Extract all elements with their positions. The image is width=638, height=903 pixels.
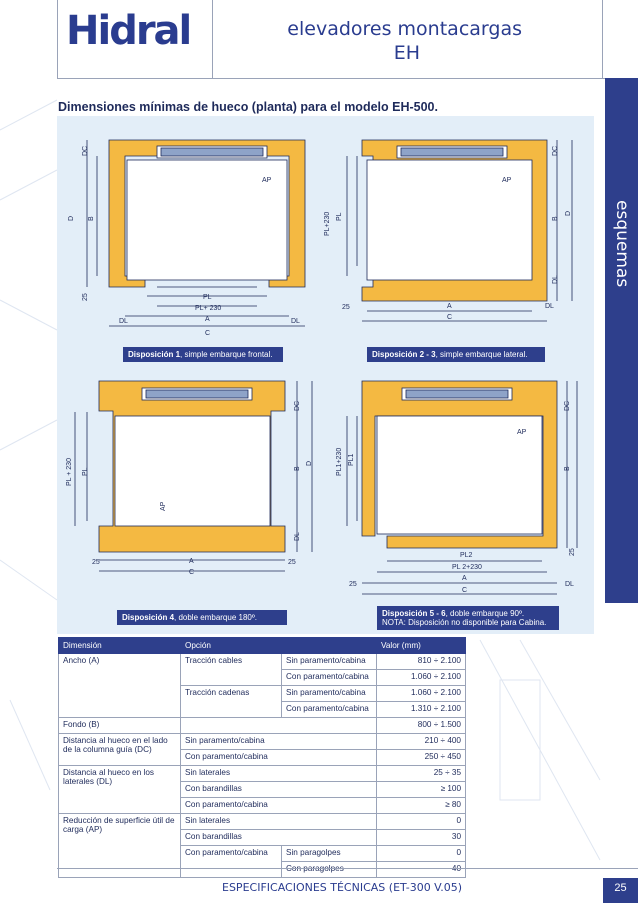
- d5-25-v: 25: [569, 548, 576, 556]
- logo: Hidral: [57, 0, 213, 79]
- floor-plans: DC D B 25 AP PL PL+ 230 A C DL DL AP PL+…: [66, 139, 578, 595]
- caption-disposicion-5: Disposición 5 - 6, doble embarque 90º.NO…: [377, 606, 559, 630]
- d1-dl-right: DL: [291, 318, 300, 325]
- d1-pl230: PL+ 230: [195, 305, 221, 312]
- table-row: Reducción de superficie útil de carga (A…: [58, 813, 466, 878]
- d2-ap: AP: [502, 177, 512, 184]
- d2-pl230: PL+230: [324, 212, 331, 236]
- diagram-1: [86, 139, 306, 327]
- d4-b: B: [294, 466, 301, 471]
- d5-b: B: [564, 466, 571, 471]
- d4-25-left: 25: [92, 559, 100, 566]
- d4-ap: AP: [160, 501, 167, 511]
- caption-disposicion-1: Disposición 1, simple embarque frontal.: [123, 347, 283, 362]
- diagram-2: [346, 139, 573, 322]
- table-row: Con barandillas 30: [59, 829, 466, 846]
- d4-dc: DC: [294, 401, 301, 411]
- header-option: Opción: [180, 637, 377, 654]
- caption-disposicion-4: Disposición 4, doble embarque 180º.: [117, 610, 287, 625]
- header-value: Valor (mm): [376, 637, 466, 654]
- dimensions-table: Dimensión Opción Valor (mm) Ancho (A) Tr…: [58, 637, 466, 878]
- d2-d: D: [565, 211, 572, 216]
- footer-divider: [57, 868, 638, 869]
- d5-pl2: PL2: [460, 552, 473, 559]
- table-row: Distancia al hueco en los laterales (DL)…: [58, 765, 466, 814]
- table-row: Distancia al hueco en el lado de la colu…: [58, 733, 466, 766]
- d1-ap: AP: [262, 177, 272, 184]
- d2-25: 25: [342, 304, 350, 311]
- d4-dl: DL: [294, 532, 301, 541]
- drawing-panel: DC D B 25 AP PL PL+ 230 A C DL DL AP PL+…: [57, 116, 594, 634]
- d4-a: A: [189, 558, 194, 565]
- header-divider: [211, 78, 607, 79]
- table-row: Con paramento/cabina 1.060 ÷ 2.100: [59, 669, 466, 686]
- d4-25-right: 25: [288, 559, 296, 566]
- table-row: Con paramento/cabina Sin paragolpes 0: [59, 845, 466, 878]
- d2-c: C: [447, 314, 452, 321]
- page-number: 25: [603, 878, 638, 903]
- d5-dc: DC: [564, 401, 571, 411]
- table-header: Dimensión Opción Valor (mm): [58, 637, 466, 654]
- d1-d: D: [68, 216, 75, 221]
- d5-ap: AP: [517, 429, 527, 436]
- d1-pl: PL: [203, 294, 212, 301]
- diagram-5: [346, 380, 578, 595]
- d1-a: A: [205, 316, 210, 323]
- d2-dl-right: DL: [545, 303, 554, 310]
- d5-pl2-230: PL 2+230: [452, 564, 482, 571]
- d1-b: B: [88, 216, 95, 221]
- header-separator: [602, 0, 603, 78]
- diagram-4: [74, 380, 313, 572]
- d2-dc: DC: [552, 146, 559, 156]
- d5-dl: DL: [565, 581, 574, 588]
- d1-c: C: [205, 330, 210, 337]
- d4-pl: PL: [82, 467, 89, 476]
- d1-dl-left: DL: [119, 318, 128, 325]
- side-tab-label: esquemas: [612, 200, 632, 288]
- d4-d: D: [306, 461, 313, 466]
- d2-dl: DL: [552, 275, 559, 284]
- d5-c: C: [462, 587, 467, 594]
- logo-text: Hidral: [66, 8, 192, 54]
- d5-25: 25: [349, 581, 357, 588]
- table-row: Fondo (B) 800 ÷ 1.500: [58, 717, 466, 734]
- d2-b: B: [552, 216, 559, 221]
- d4-pl230: PL + 230: [66, 458, 73, 486]
- footer-text: ESPECIFICACIONES TÉCNICAS (ET-300 V.05): [222, 881, 463, 894]
- section-title: Dimensiones mínimas de hueco (planta) pa…: [58, 100, 438, 114]
- header-dimension: Dimensión: [58, 637, 181, 654]
- page-subtitle: EH: [393, 42, 420, 64]
- side-tab: [605, 78, 638, 603]
- d5-pl1-230: PL1+230: [336, 448, 343, 476]
- d5-a: A: [462, 575, 467, 582]
- page-title: elevadores montacargas: [287, 18, 522, 40]
- table-row: Con paragolpes 40: [59, 861, 466, 878]
- d1-25: 25: [82, 293, 89, 301]
- d2-pl: PL: [336, 212, 343, 221]
- d2-a: A: [447, 303, 452, 310]
- d5-pl1: PL1: [348, 453, 355, 466]
- table-row: Ancho (A) Tracción cables Sin paramento/…: [58, 653, 466, 718]
- caption-disposicion-2: Disposición 2 - 3, simple embarque later…: [367, 347, 545, 362]
- d1-dc: DC: [82, 146, 89, 156]
- d4-c: C: [189, 569, 194, 576]
